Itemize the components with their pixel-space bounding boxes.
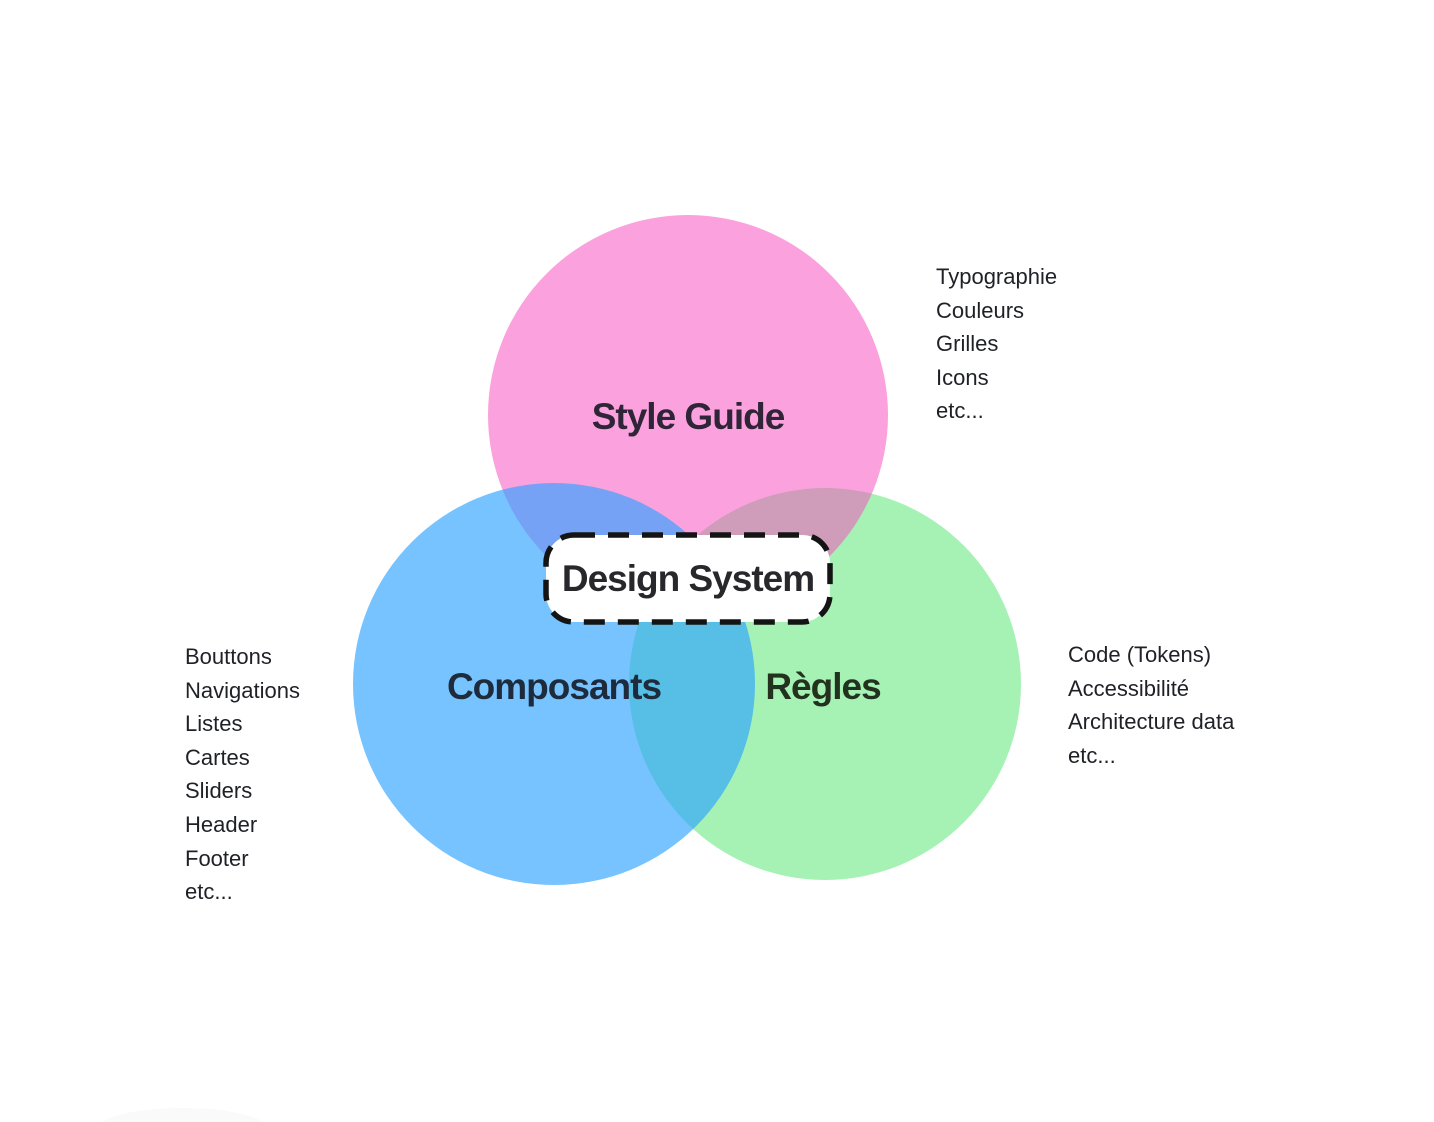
dashed-border [543, 532, 833, 625]
list-item: Cartes [185, 744, 250, 770]
list-item: Grilles [936, 331, 999, 357]
annotation-list-composants: Bouttons Navigations Listes Cartes Slide… [185, 640, 300, 909]
list-item: Icons [936, 364, 989, 390]
annotation-list-style-guide: Typographie Couleurs Grilles Icons etc..… [936, 260, 1057, 428]
list-item: Header [185, 811, 258, 837]
watermark-shape [100, 1108, 265, 1122]
dashed-border-rect [543, 532, 833, 625]
list-item: Accessibilité [1068, 675, 1190, 701]
list-item: Couleurs [936, 297, 1025, 323]
list-item: Bouttons [185, 644, 272, 669]
list-item: etc... [936, 398, 984, 424]
design-system-label: Design System [561, 557, 815, 599]
annotation-list-regles: Code (Tokens) Accessibilité Architecture… [1068, 638, 1234, 772]
list-item: etc... [1068, 742, 1116, 768]
list-item: Sliders [185, 778, 253, 804]
list-item: etc... [185, 879, 233, 905]
list-item: Typographie [936, 264, 1058, 289]
list-item: Architecture data [1068, 709, 1235, 735]
circle-label-regles: Règles [765, 666, 881, 707]
list-item: Navigations [185, 677, 300, 703]
list-item: Code (Tokens) [1068, 642, 1212, 667]
list-item: Listes [185, 711, 243, 737]
circle-label-composants: Composants [446, 666, 662, 707]
list-item: Footer [185, 845, 249, 871]
design-system-badge: Design System [543, 532, 833, 625]
circle-label-style-guide: Style Guide [591, 396, 786, 437]
